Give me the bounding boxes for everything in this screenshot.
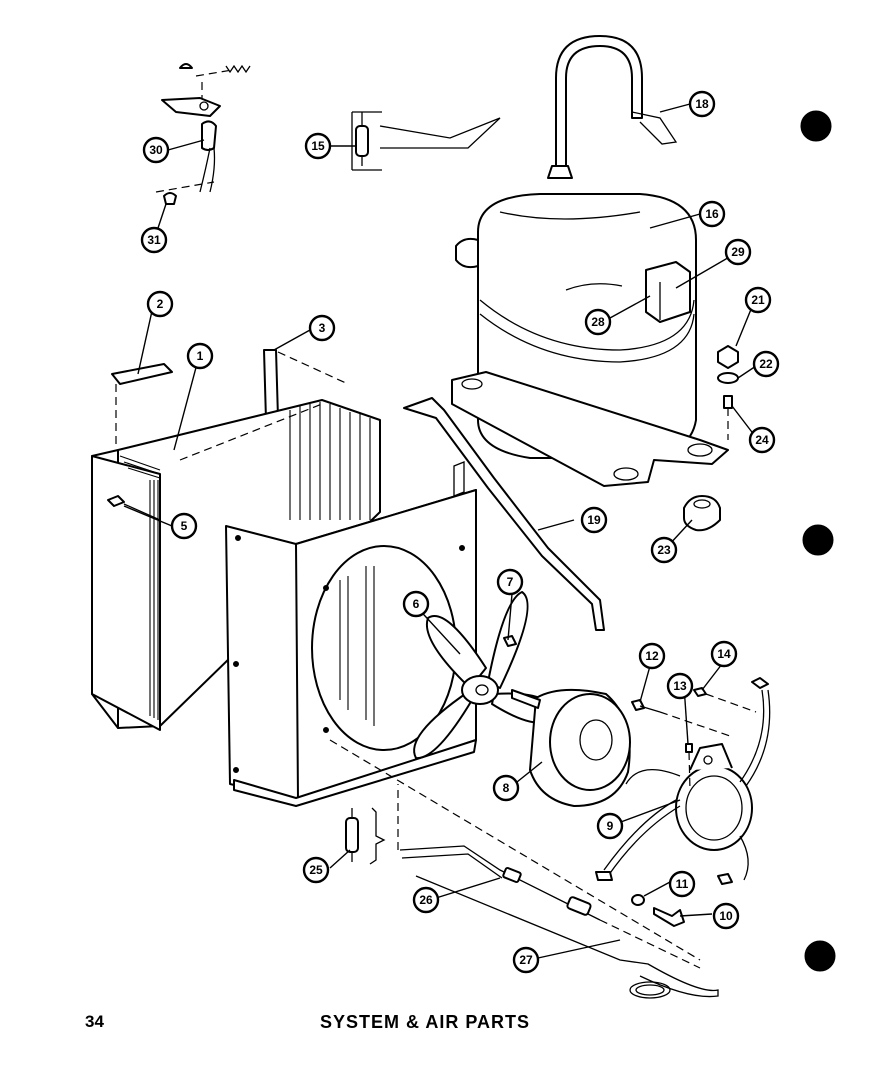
callout-23: 23	[650, 536, 678, 564]
callout-30: 30	[142, 136, 170, 164]
callout-25: 25	[302, 856, 330, 884]
callout-15-label: 15	[311, 139, 325, 153]
page-number: 34	[85, 1012, 104, 1031]
fan-set-screw	[503, 635, 517, 647]
callout-19: 19	[580, 506, 608, 534]
callout-6-label: 6	[413, 597, 420, 611]
callout-3: 3	[308, 314, 336, 342]
callout-27-label: 27	[519, 953, 533, 967]
callout-21-label: 21	[751, 293, 765, 307]
callout-7-label: 7	[507, 575, 514, 589]
callout-31: 31	[140, 226, 168, 254]
callout-30-label: 30	[149, 143, 163, 157]
callout-12-label: 12	[645, 649, 659, 663]
callout-24: 24	[748, 426, 776, 454]
callout-1-label: 1	[197, 349, 204, 363]
callout-23-label: 23	[657, 543, 671, 557]
callout-1: 1	[186, 342, 214, 370]
callout-29: 29	[724, 238, 752, 266]
callout-14-label: 14	[717, 647, 731, 661]
callout-7: 7	[496, 568, 524, 596]
callout-10-label: 10	[719, 909, 733, 923]
callout-16: 16	[698, 200, 726, 228]
callout-28-label: 28	[591, 315, 605, 329]
callout-29-label: 29	[731, 245, 745, 259]
callout-14: 14	[710, 640, 738, 668]
callout-12: 12	[638, 642, 666, 670]
callout-5-label: 5	[181, 519, 188, 533]
callout-26-label: 26	[419, 893, 433, 907]
binder-hole-top	[800, 110, 832, 142]
callout-25-label: 25	[309, 863, 323, 877]
callout-3-label: 3	[319, 321, 326, 335]
shroud-brace	[403, 397, 605, 631]
motor-mount	[595, 677, 771, 885]
callout-27: 27	[512, 946, 540, 974]
callout-13: 13	[666, 672, 694, 700]
callout-9-label: 9	[607, 819, 614, 833]
callout-18: 18	[688, 90, 716, 118]
callout-28: 28	[584, 308, 612, 336]
callout-11-label: 11	[676, 877, 689, 891]
capillary-drier	[345, 807, 386, 865]
drier-part	[351, 111, 501, 171]
thermostat-assembly	[329, 739, 719, 999]
binder-hole-bottom	[804, 940, 836, 972]
discharge-tube	[555, 35, 678, 173]
fan-motor	[511, 688, 631, 807]
callout-8-label: 8	[503, 781, 510, 795]
coil-screw	[107, 495, 161, 521]
callout-5: 5	[170, 512, 198, 540]
callout-19-label: 19	[587, 513, 601, 527]
page-title: SYSTEM & AIR PARTS	[320, 1012, 531, 1032]
callout-8: 8	[492, 774, 520, 802]
callout-10: 10	[712, 902, 740, 930]
callout-2-label: 2	[157, 297, 164, 311]
callout-16-label: 16	[705, 207, 719, 221]
callout-21: 21	[744, 286, 772, 314]
callout-31-label: 31	[147, 233, 161, 247]
callout-15: 15	[304, 132, 332, 160]
callout-2: 2	[146, 290, 174, 318]
callout-6: 6	[402, 590, 430, 618]
motor-hardware	[631, 687, 757, 927]
mount-hardware	[683, 345, 739, 532]
callout-18-label: 18	[695, 97, 709, 111]
wire-terminal-assembly	[155, 63, 251, 205]
callout-13-label: 13	[673, 679, 687, 693]
callout-26: 26	[412, 886, 440, 914]
callout-22: 22	[752, 350, 780, 378]
callout-24-label: 24	[755, 433, 769, 447]
binder-hole-middle	[802, 524, 834, 556]
fan-shroud	[225, 461, 477, 807]
callout-9: 9	[596, 812, 624, 840]
callout-11: 11	[668, 870, 696, 898]
small-bracket	[111, 363, 173, 448]
callout-22-label: 22	[759, 357, 773, 371]
